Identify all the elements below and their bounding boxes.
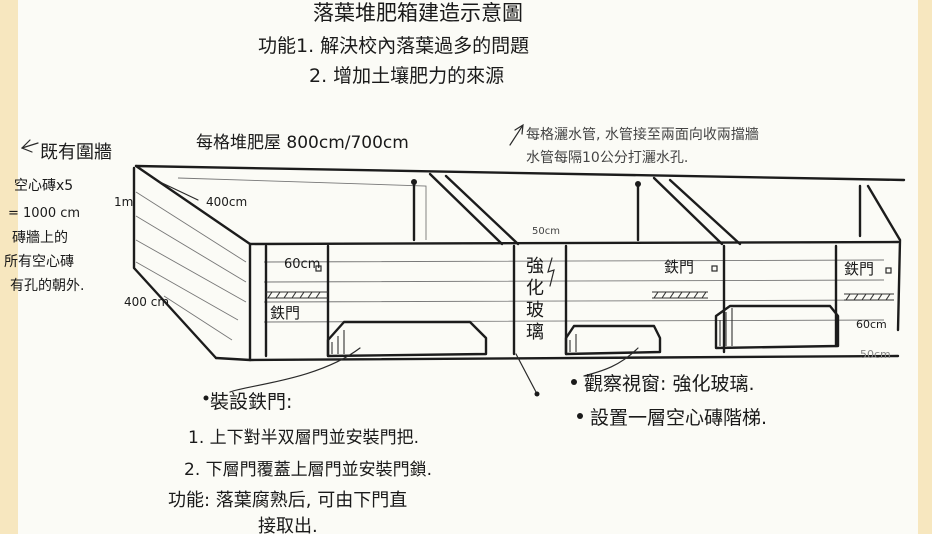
glass-note-pointer [515,353,537,393]
compost-bin-sketch: 落葉堆肥箱建造示意圖 功能1. 解決校內落葉過多的問題 2. 增加土壤肥力的來源… [4,1,906,534]
left-side-outline [132,166,218,360]
height-label: 1m [114,195,133,209]
wall-note-line-4: 所有空心磚 [4,254,74,270]
bin-size-note: 每格堆肥屋 800cm/700cm [196,133,409,153]
wall-note-line-1: 空心磚x5 [14,178,73,194]
step-1 [326,320,488,358]
left-side-brick-lines [135,191,247,341]
door-width-label: 60cm [284,257,320,272]
iron-door-label-3: 鉄門 [844,260,874,278]
glass-label: 強 化 玻 璃 [526,256,555,343]
glass-char-2: 化 [526,278,544,299]
door-hatch-3 [844,293,894,301]
bin-structure [132,164,906,362]
watering-note-arrow [509,123,524,146]
front-brick-lines [263,259,885,323]
door-install-line-4: 接取出. [258,516,318,534]
watering-note-line-2: 水管每隔10公分打灑水孔. [526,149,688,166]
post-dot-1 [411,179,417,185]
door-knob-1 [315,265,322,272]
existing-wall-label: 既有圍牆 [40,142,112,163]
sketch-title: 落葉堆肥箱建造示意圖 [313,1,523,25]
wall-note-line-2: = 1000 cm [8,206,80,221]
glass-squiggle [547,257,555,287]
wall-pointer-arrowhead [20,139,33,153]
watering-note-line-1: 每格灑水管, 水管接至兩面向收兩擋牆 [526,126,759,143]
inner-width-label: 400cm [206,195,247,209]
door-note-bullet [203,395,209,401]
steps-note-bullet [577,413,583,419]
iron-door-label-2: 鉄門 [664,258,694,276]
paper-sheet: 落葉堆肥箱建造示意圖 功能1. 解決校內落葉過多的問題 2. 增加土壤肥力的來源… [4,0,918,534]
divider-2-top-a [652,176,724,246]
divider-1-top-a [428,172,504,246]
inner-width-pointer [159,181,199,201]
wall-note-line-3: 磚牆上的 [12,230,68,246]
post-dot-2 [635,181,641,187]
wall-note-line-5: 有孔的朝外. [10,278,84,294]
step-3 [714,304,840,350]
step-width-label: 50cm [860,348,891,361]
function-line-1: 功能1. 解決校內落葉過多的問題 [258,35,529,57]
window-note-bullet [571,379,577,385]
door-install-line-3: 功能: 落葉腐熟后, 可由下門直 [168,490,407,511]
steps-note: 設置一層空心磚階梯. [590,407,767,429]
door-install-title: 裝設鉄門: [210,391,292,413]
wall-pointer-arrow [21,142,39,149]
window-note-pointer [583,347,639,377]
step-2-hatch [569,334,577,352]
iron-door-label-1: 鉄門 [270,304,300,322]
depth-label: 400 cm [124,295,169,309]
left-top-rail [134,164,252,246]
step-2 [564,324,662,356]
front-bottom-line [248,354,900,362]
step-3-hatch [719,308,733,346]
glass-note-dot [534,391,540,397]
divider-width-label: 50cm [532,226,560,237]
glass-char-3: 玻 [526,300,544,321]
right-end-post [866,184,902,332]
door-hatch-2 [652,291,708,299]
door-hatch-1 [266,291,328,299]
door-install-line-2: 2. 下層門覆蓋上層門並安裝門鎖. [184,460,432,480]
divider-1-top-b [444,174,520,246]
window-note: 觀察視窗: 強化玻璃. [584,373,754,395]
door-knob-2 [711,265,718,272]
divider-2-top-b [668,178,742,246]
back-wall-line [134,164,906,182]
function-line-2: 2. 增加土壤肥力的來源 [309,65,504,87]
right-door-width-label: 60cm [856,318,887,331]
glass-char-1: 強 [526,256,544,277]
door-install-line-1: 1. 上下對半双層門並安裝門把. [188,428,419,448]
inner-back-line [177,177,427,240]
door-knob-3 [885,267,892,274]
door-note-pointer [229,347,361,393]
glass-char-4: 璃 [526,322,544,343]
front-top-rail [248,240,900,246]
step-1-hatch [331,330,345,354]
